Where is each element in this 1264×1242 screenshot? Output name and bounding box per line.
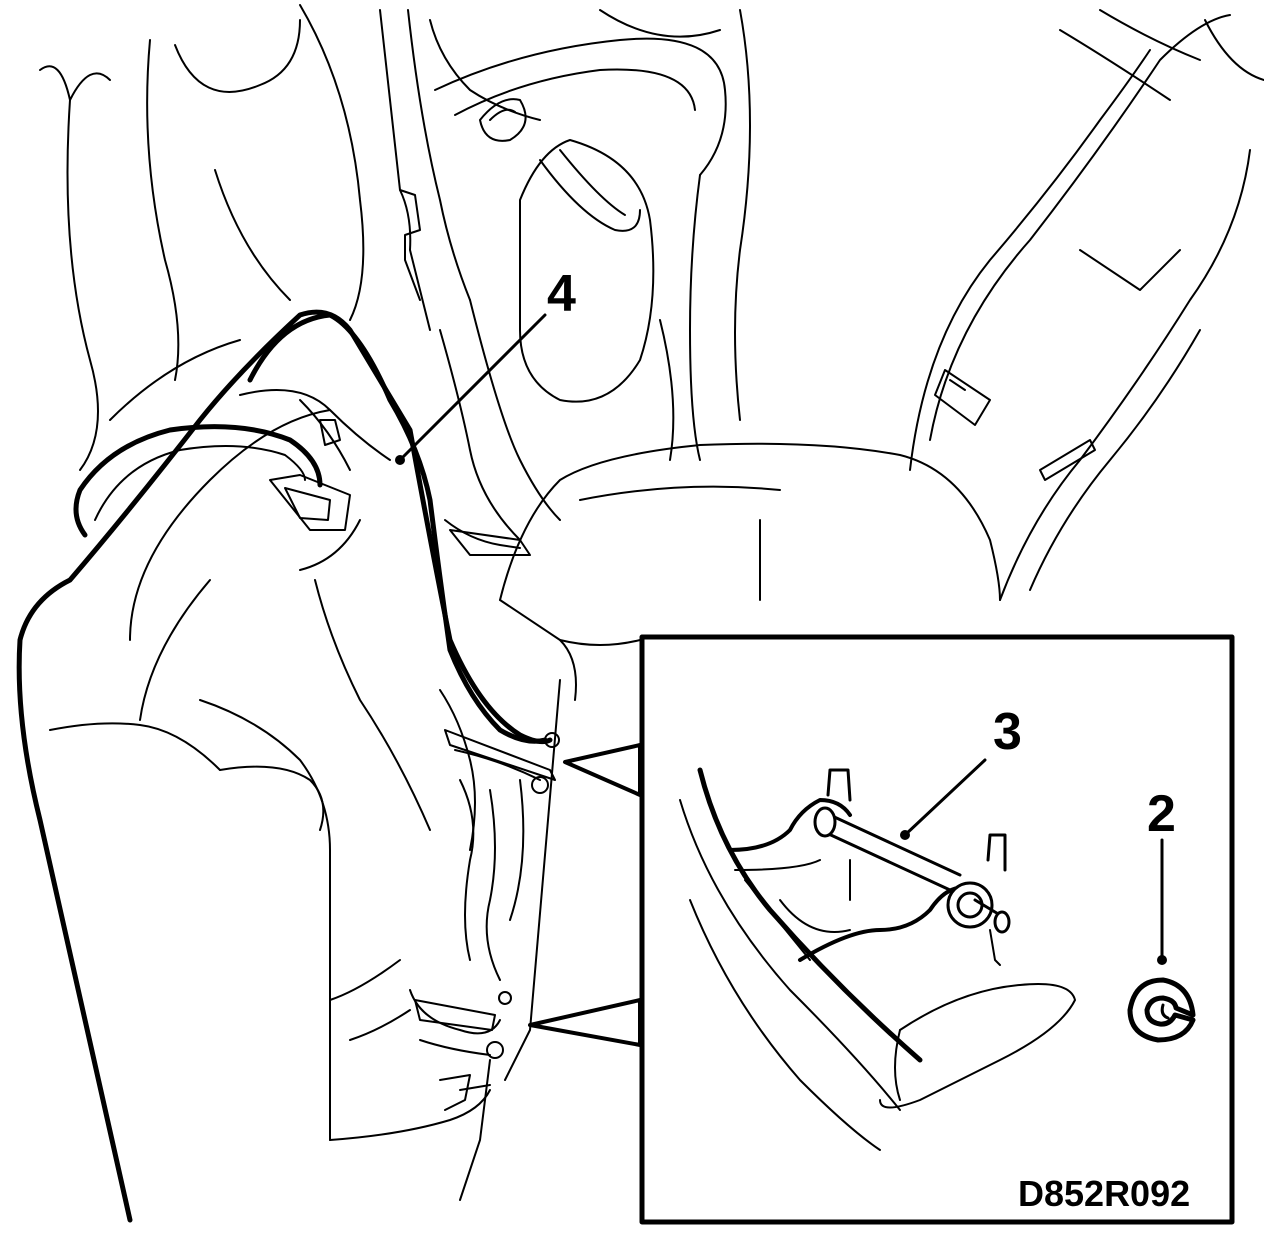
callout-2-label: 2 xyxy=(1147,785,1176,843)
leader-line-4 xyxy=(400,313,547,460)
vehicle-interior-lines xyxy=(39,4,1264,701)
release-cable xyxy=(247,312,548,744)
hinge-area-lines xyxy=(409,679,561,1201)
callout-3-label: 3 xyxy=(993,703,1022,761)
callout-4-label: 4 xyxy=(547,265,576,323)
detail-inset xyxy=(639,634,1235,1225)
seat-belt xyxy=(73,424,351,538)
figure-code: D852R092 xyxy=(1018,1173,1191,1214)
